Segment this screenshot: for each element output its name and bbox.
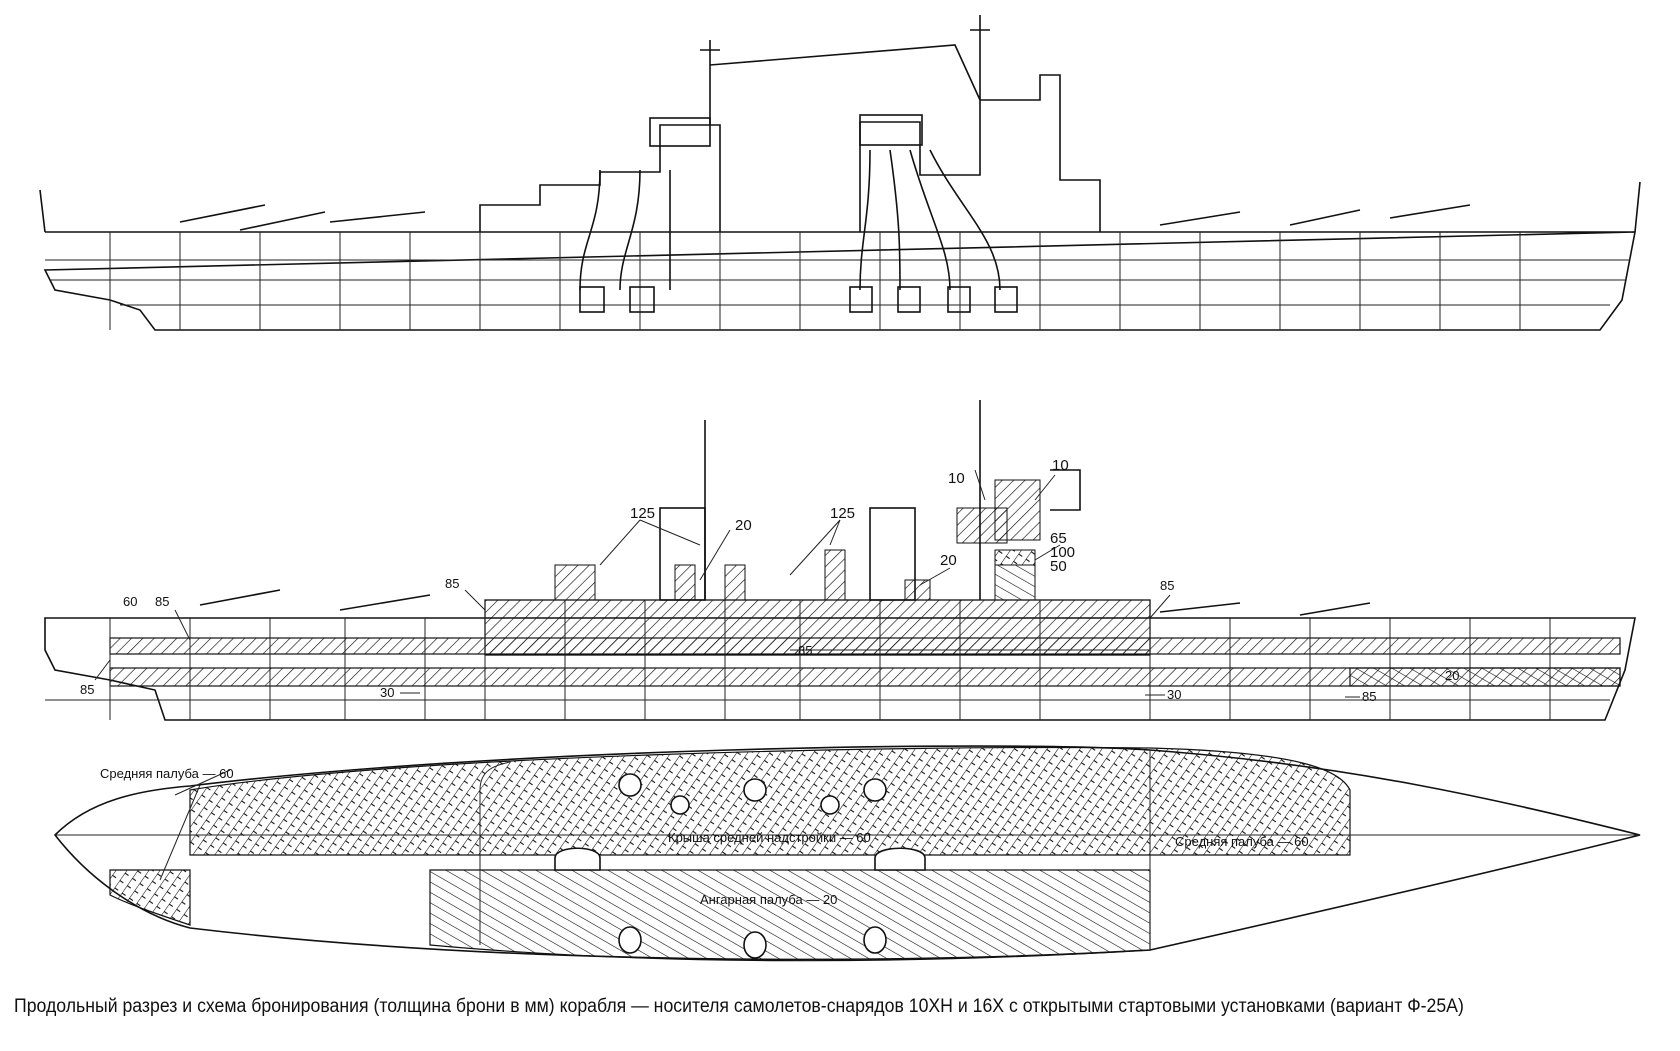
armor-label: 85 — [80, 682, 94, 697]
figure-caption: Продольный разрез и схема бронирования (… — [14, 996, 1464, 1017]
armor-profile: 125 125 20 20 10 10 65 100 50 85 85 85 8… — [44, 400, 1636, 721]
armor-label: 85 — [1362, 689, 1376, 704]
armor-label: 85 — [798, 643, 812, 658]
armor-label: 20 — [1445, 668, 1459, 683]
armor-label: 50 — [1050, 558, 1067, 575]
deck-label: Средняя палуба — 60 — [100, 766, 234, 781]
armor-label: 60 — [123, 594, 137, 609]
armor-label: 125 — [830, 505, 855, 522]
armor-label: 10 — [948, 470, 965, 487]
armor-label: 100 — [1050, 544, 1075, 561]
armor-label: 85 — [155, 594, 169, 609]
armor-label: 30 — [1167, 687, 1181, 702]
deck-armor-plan: Средняя палуба — 60 Крыша средней надстр… — [53, 745, 1641, 962]
armor-label: 20 — [735, 517, 752, 534]
armor-label: 85 — [1160, 578, 1174, 593]
armor-label: 85 — [445, 576, 459, 591]
armor-label: 20 — [940, 552, 957, 569]
armor-label: 65 — [1050, 530, 1067, 547]
longitudinal-section — [39, 15, 1641, 331]
deck-label: Средняя палуба — 60 — [1175, 834, 1309, 849]
deck-label: Крыша средней надстройки — 60 — [668, 830, 871, 845]
deck-label: Ангарная палуба — 20 — [700, 892, 837, 907]
armor-label: 30 — [380, 685, 394, 700]
armor-label: 125 — [630, 505, 655, 522]
armor-label: 10 — [1052, 457, 1069, 474]
